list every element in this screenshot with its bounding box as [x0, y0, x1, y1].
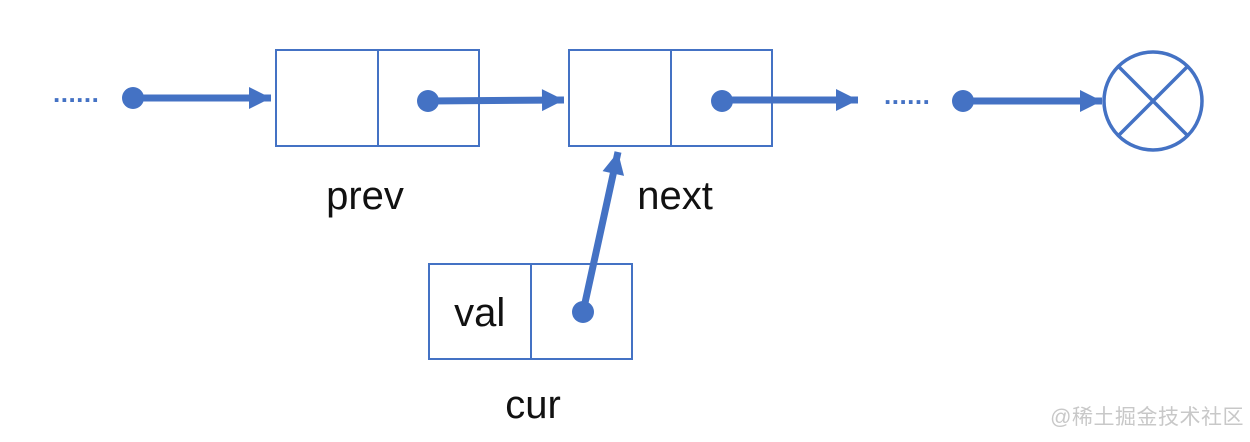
node-cur-pointer-cell: [529, 265, 632, 358]
arrow-into-prev: [122, 87, 271, 109]
node-cur-value-label: val: [454, 291, 506, 335]
label-next: next: [637, 174, 713, 218]
node-prev-value-cell: [277, 51, 377, 145]
label-prev: prev: [326, 174, 404, 218]
node-next-box: [568, 49, 773, 147]
node-prev-box: [275, 49, 480, 147]
node-next-value-cell: [570, 51, 670, 145]
node-cur-value-cell: val: [430, 265, 530, 358]
node-cur-box: val: [428, 263, 633, 360]
node-next-pointer-cell: [669, 51, 772, 145]
node-prev-pointer-cell: [376, 51, 479, 145]
null-terminator-icon: [1102, 50, 1204, 152]
label-cur: cur: [505, 383, 561, 427]
ellipsis-left: ......: [53, 78, 100, 108]
ellipsis-right: ......: [884, 80, 931, 110]
arrow-into-null: [952, 90, 1102, 112]
watermark: @稀土掘金技术社区: [1050, 406, 1244, 429]
